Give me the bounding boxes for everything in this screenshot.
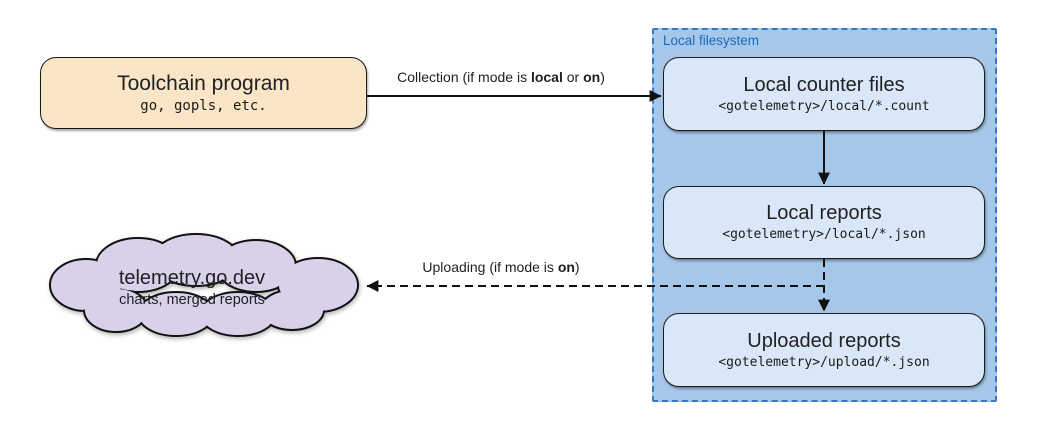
local-counter-files-title: Local counter files [743,73,905,96]
cloud-shape [49,233,359,337]
uploading-arrow-label: Uploading (if mode is on) [370,259,632,275]
uploaded-reports-node: Uploaded reports <gotelemetry>/upload/*.… [663,313,985,387]
cloud-title: telemetry.go.dev [118,267,266,289]
local-filesystem-label: Local filesystem [663,33,760,48]
cloud-node: telemetry.go.dev charts, merged reports [82,266,302,309]
collection-label-text-after: ) [600,69,605,85]
collection-arrow-label: Collection (if mode is local or on) [370,69,632,85]
collection-label-bold-local: local [530,69,563,85]
local-reports-path: <gotelemetry>/local/*.json [722,227,926,243]
local-reports-title: Local reports [766,202,882,225]
collection-label-bold-on: on [583,69,601,85]
local-counter-files-path: <gotelemetry>/local/*.count [718,98,930,114]
uploaded-reports-path: <gotelemetry>/upload/*.json [718,354,930,370]
toolchain-program-title: Toolchain program [117,71,290,95]
collection-label-text: Collection (if mode is [397,69,531,85]
collection-label-text-mid: or [562,69,584,85]
toolchain-program-node: Toolchain program go, gopls, etc. [40,57,367,129]
local-counter-files-node: Local counter files <gotelemetry>/local/… [663,57,985,131]
local-reports-node: Local reports <gotelemetry>/local/*.json [663,186,985,259]
uploading-label-text-after: ) [574,259,580,275]
uploaded-reports-title: Uploaded reports [747,329,901,352]
uploading-label-text: Uploading (if mode is [422,259,558,275]
cloud-subtitle: charts, merged reports [119,292,265,308]
uploading-label-bold-on: on [557,259,575,275]
toolchain-program-subtitle: go, gopls, etc. [140,97,267,114]
